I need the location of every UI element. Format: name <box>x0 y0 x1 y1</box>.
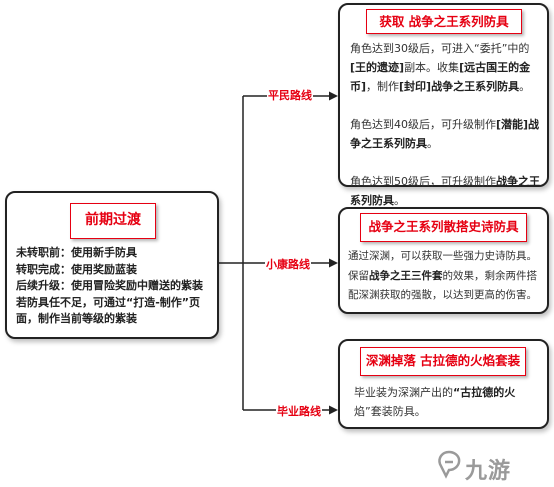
graduate-route-title: 深渊掉落 古拉德的火焰套装 <box>360 347 526 376</box>
watermark-logo-icon <box>438 450 461 479</box>
early-transition-text: 未转职前：使用新手防具 转职完成：使用奖励蓝装 后续升级：使用冒险奖励中赠送的紫… <box>16 245 203 328</box>
text-line: 未转职前：使用新手防具 <box>16 246 137 259</box>
para-3: 角色达到50级后，可升级制作战争之王 系列防具。 <box>350 175 540 207</box>
civilian-route-title: 获取 战争之王系列防具 <box>366 9 522 34</box>
text-line: 转职完成：使用奖励蓝装 <box>16 262 137 276</box>
route-label-civilian: 平民路线 <box>267 87 313 103</box>
graduate-route-text: 毕业装为深渊产出的“古拉德的火 焰”套装防具。 <box>354 386 516 418</box>
arrow-head-2 <box>329 258 338 268</box>
watermark-text: 九游 <box>465 459 512 484</box>
civilian-route-box: 获取 战争之王系列防具 角色达到30级后，可进入“委托”中的 [王的遗迹]副本。… <box>338 3 549 207</box>
text-line: 面，制作当前等级的紫装 <box>16 312 137 325</box>
route-label-graduate: 毕业路线 <box>276 403 322 419</box>
early-transition-title: 前期过渡 <box>70 203 156 239</box>
para-2: 角色达到40级后，可升级制作[潜能]战 争之王系列防具。 <box>350 118 540 150</box>
early-transition-box: 前期过渡 未转职前：使用新手防具 转职完成：使用奖励蓝装 后续升级：使用冒险奖励… <box>5 191 219 339</box>
moderate-route-title: 战争之王系列散搭史诗防具 <box>360 213 527 242</box>
text-line: 若防具任不足，可通过“打造-制作”页 <box>16 295 201 309</box>
para-1: 角色达到30级后，可进入“委托”中的 [王的遗迹]副本。收集[远古国王的金 币]… <box>350 42 531 93</box>
moderate-route-box: 战争之王系列散搭史诗防具 通过深渊，可以获取一些强力史诗防具。 保留战争之王三件… <box>338 207 549 314</box>
route-label-moderate: 小康路线 <box>265 256 311 272</box>
arrow-head-1 <box>329 91 338 101</box>
text-line: 后续升级：使用冒险奖励中赠送的紫装 <box>16 279 203 292</box>
graduate-route-box: 深渊掉落 古拉德的火焰套装 毕业装为深渊产出的“古拉德的火 焰”套装防具。 <box>338 339 549 429</box>
moderate-route-text: 通过深渊，可以获取一些强力史诗防具。 保留战争之王三件套的效果，剩余两件搭 配深… <box>348 250 537 301</box>
arrow-head-3 <box>329 405 338 415</box>
civilian-route-text: 角色达到30级后，可进入“委托”中的 [王的遗迹]副本。收集[远古国王的金 币]… <box>350 39 545 210</box>
